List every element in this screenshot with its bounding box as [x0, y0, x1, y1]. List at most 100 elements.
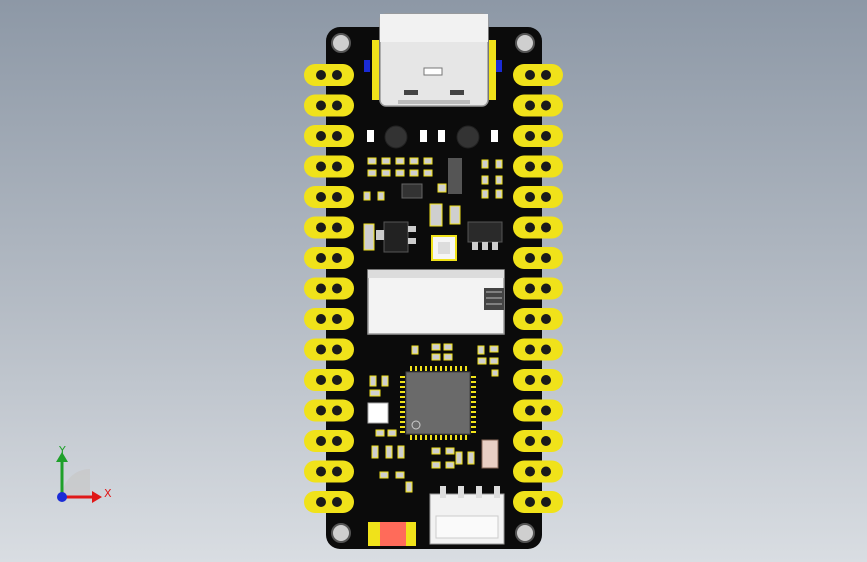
wireless-module[interactable] — [367, 269, 505, 335]
right-header-pin-13[interactable] — [513, 430, 563, 452]
blue-component-2 — [496, 60, 502, 72]
smd-pad — [438, 130, 445, 142]
right-header-pin-5[interactable] — [513, 186, 563, 208]
smd-part — [371, 445, 379, 459]
right-header-pin-14[interactable] — [513, 460, 563, 483]
smd-pad — [420, 130, 427, 142]
smd-part — [467, 451, 475, 465]
left-pin-hole — [332, 192, 342, 202]
smd-part — [363, 191, 371, 201]
right-header-pin-4[interactable] — [513, 155, 563, 178]
mcu-pin — [400, 396, 405, 398]
right-pin-hole — [525, 436, 535, 446]
right-pin-hole — [541, 283, 551, 294]
smd-part — [431, 461, 441, 469]
right-pin-hole — [541, 405, 551, 416]
right-pin-hole — [541, 100, 551, 111]
left-pin-hole — [332, 497, 342, 507]
right-header-pin-8[interactable] — [513, 277, 563, 300]
left-pin-hole — [332, 70, 342, 80]
right-header-pin-9[interactable] — [513, 308, 563, 330]
left-header-pin-3[interactable] — [304, 125, 354, 147]
smd-part — [429, 203, 443, 227]
mcu-pin — [460, 435, 462, 440]
left-header-pin-11[interactable] — [304, 369, 354, 391]
left-pin-hole — [316, 466, 326, 477]
smd-part — [367, 157, 377, 165]
button-left[interactable] — [384, 125, 408, 149]
right-pin-hole — [525, 314, 535, 324]
right-header-pin-15[interactable] — [513, 491, 563, 513]
inductor — [448, 158, 462, 194]
usb-c-connector[interactable] — [379, 13, 489, 107]
mcu-pin — [471, 431, 476, 433]
right-pin-hole — [525, 466, 535, 477]
right-pin-hole — [541, 131, 551, 141]
right-header-pin-11[interactable] — [513, 369, 563, 391]
left-header-pin-8[interactable] — [304, 277, 354, 300]
left-header-pin-9[interactable] — [304, 308, 354, 330]
blue-component — [364, 60, 370, 72]
mcu-pin — [471, 396, 476, 398]
smd-part — [377, 191, 385, 201]
left-header-pin-10[interactable] — [304, 338, 354, 361]
left-header-pin-6[interactable] — [304, 216, 354, 239]
left-header-pin-15[interactable] — [304, 491, 354, 513]
mcu-pin — [435, 435, 437, 440]
left-pin-hole — [316, 222, 326, 233]
smd-part — [489, 357, 499, 365]
left-header-pin-7[interactable] — [304, 247, 354, 269]
smd-part — [381, 157, 391, 165]
mounting-hole-bottom-left — [331, 523, 351, 543]
mcu-pin — [471, 406, 476, 408]
right-pin-hole — [525, 192, 535, 202]
right-pin-hole — [541, 253, 551, 263]
right-header-pin-10[interactable] — [513, 338, 563, 361]
left-pin-hole — [316, 161, 326, 172]
button-right[interactable] — [456, 125, 480, 149]
smd-part — [409, 169, 419, 177]
right-header-pin-6[interactable] — [513, 216, 563, 239]
smd-part — [481, 175, 489, 185]
left-header-pin-12[interactable] — [304, 399, 354, 422]
left-header-pin-13[interactable] — [304, 430, 354, 452]
left-header-pin-14[interactable] — [304, 460, 354, 483]
left-pin-hole — [316, 405, 326, 416]
jst-connector[interactable] — [429, 486, 505, 545]
left-pin-header — [304, 64, 354, 513]
smd-part — [431, 447, 441, 455]
left-header-pin-2[interactable] — [304, 94, 354, 117]
smd-part — [379, 471, 389, 479]
left-pin-hole — [332, 100, 342, 111]
right-pin-hole — [525, 375, 535, 385]
smd-part — [395, 471, 405, 479]
mcu-pin — [400, 411, 405, 413]
boot-button[interactable] — [367, 402, 389, 424]
smd-part — [495, 159, 503, 169]
smd-part — [431, 343, 441, 351]
left-pin-hole — [332, 405, 342, 416]
right-pin-hole — [541, 436, 551, 446]
right-header-pin-3[interactable] — [513, 125, 563, 147]
right-header-pin-7[interactable] — [513, 247, 563, 269]
mcu-pin — [450, 366, 452, 371]
right-header-pin-1[interactable] — [513, 64, 563, 86]
right-header-pin-12[interactable] — [513, 399, 563, 422]
right-pin-hole — [525, 131, 535, 141]
left-header-pin-4[interactable] — [304, 155, 354, 178]
left-header-pin-5[interactable] — [304, 186, 354, 208]
mcu-pin — [410, 366, 412, 371]
right-pin-hole — [541, 314, 551, 324]
smd-part — [405, 481, 413, 493]
smd-pad — [491, 130, 498, 142]
right-pin-header — [513, 64, 563, 513]
right-header-pin-2[interactable] — [513, 94, 563, 117]
left-pin-hole — [316, 131, 326, 141]
usb-pad-right — [489, 40, 496, 100]
left-header-pin-1[interactable] — [304, 64, 354, 86]
mcu-chip[interactable] — [405, 371, 471, 435]
left-pin-hole — [316, 436, 326, 446]
smd-part — [445, 447, 455, 455]
